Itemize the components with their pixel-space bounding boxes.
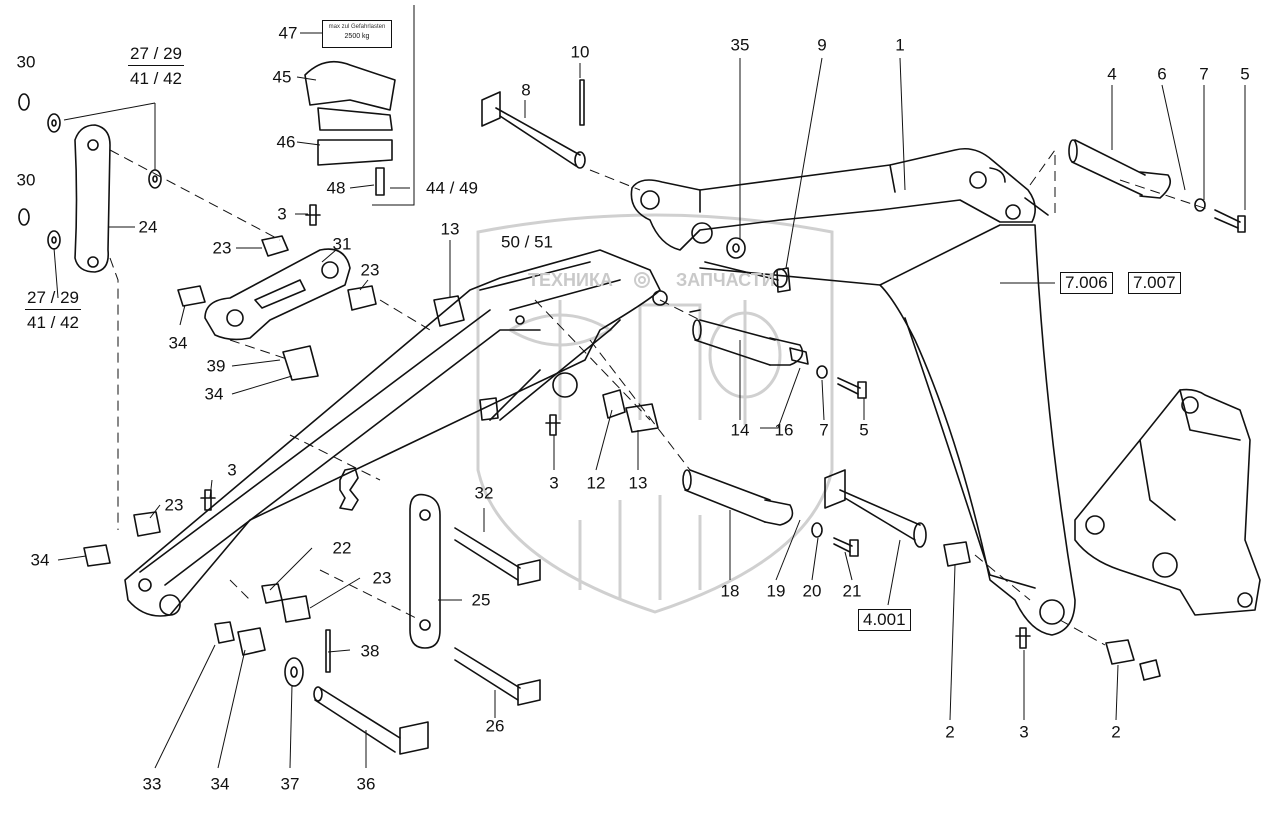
link-24 <box>74 124 111 273</box>
callout-19: 19 <box>766 581 786 601</box>
callout-23-d: 23 <box>372 568 392 588</box>
load-plate-line2: 2500 kg <box>344 33 370 40</box>
pin-14 <box>692 319 804 366</box>
pin-18 <box>682 469 794 526</box>
callout-9: 9 <box>817 35 827 55</box>
callout-2-b: 2 <box>1111 722 1121 742</box>
callout-4: 4 <box>1107 64 1117 84</box>
watermark-text-right: ЗАПЧАСТИ <box>676 270 775 290</box>
callout-23-a: 23 <box>212 238 232 258</box>
callout-6: 6 <box>1157 64 1167 84</box>
callout-34-a: 34 <box>168 333 188 353</box>
grease-nipples <box>200 204 1031 649</box>
callout-23-b: 23 <box>360 260 380 280</box>
callout-36: 36 <box>356 774 376 794</box>
callout-24: 24 <box>138 217 158 237</box>
leader-lines <box>53 5 1246 769</box>
callout-46: 46 <box>276 132 296 152</box>
callout-45: 45 <box>272 67 292 87</box>
callout-38: 38 <box>360 641 380 661</box>
load-plate-line1: max zul Gefahrlasten <box>328 24 386 30</box>
callout-7-a: 7 <box>1199 64 1209 84</box>
ref-7006[interactable]: 7.006 <box>1060 272 1113 294</box>
callout-10: 10 <box>570 42 590 62</box>
callout-44-49: 44 / 49 <box>426 178 478 198</box>
callout-37: 37 <box>280 774 300 794</box>
lifting-eye <box>304 60 396 196</box>
rocker-31 <box>204 248 351 341</box>
callout-8: 8 <box>521 80 531 100</box>
callout-48: 48 <box>326 178 346 198</box>
callout-7-b: 7 <box>819 420 829 440</box>
callout-34-d: 34 <box>210 774 230 794</box>
bolts <box>325 79 1246 681</box>
fraction-top: 27 / 29 <box>128 45 184 66</box>
fraction-top: 27 / 29 <box>25 289 81 310</box>
callout-20: 20 <box>802 581 822 601</box>
pin-32 <box>454 527 541 586</box>
callout-30-top: 30 <box>16 52 36 72</box>
callout-21: 21 <box>842 581 862 601</box>
callout-16: 16 <box>774 420 794 440</box>
dipper-arm <box>124 249 668 617</box>
pin-4001 <box>824 469 927 548</box>
bushings <box>83 235 1135 665</box>
watermark-gear-icon <box>634 272 650 288</box>
small-block-12 <box>479 267 809 421</box>
callout-27-29-41-42-bottom: 27 / 29 41 / 42 <box>25 289 81 331</box>
callout-22: 22 <box>332 538 352 558</box>
callout-18: 18 <box>720 581 740 601</box>
callout-34-b: 34 <box>204 384 224 404</box>
pin-8 <box>481 91 586 169</box>
callout-47: 47 <box>278 23 298 43</box>
ref-7007[interactable]: 7.007 <box>1128 272 1181 294</box>
pin-26 <box>454 647 541 706</box>
callout-3-a: 3 <box>277 204 287 224</box>
callout-32: 32 <box>474 483 494 503</box>
main-boom <box>630 147 1076 636</box>
callout-26: 26 <box>485 716 505 736</box>
fraction-bottom: 41 / 42 <box>27 313 79 332</box>
callout-31: 31 <box>332 234 352 254</box>
callout-30-bottom: 30 <box>16 170 36 190</box>
quick-coupler <box>1074 388 1261 616</box>
callout-33: 33 <box>142 774 162 794</box>
callout-12: 12 <box>586 473 606 493</box>
fraction-bottom: 41 / 42 <box>130 69 182 88</box>
ref-4001[interactable]: 4.001 <box>858 609 911 631</box>
watermark-text-left: ТЕХНИКА <box>528 270 613 290</box>
callout-27-29-41-42-top: 27 / 29 41 / 42 <box>128 45 184 87</box>
callout-5-a: 5 <box>1240 64 1250 84</box>
callout-35: 35 <box>730 35 750 55</box>
callout-1: 1 <box>895 35 905 55</box>
callout-13-b: 13 <box>628 473 648 493</box>
callout-34-c: 34 <box>30 550 50 570</box>
callout-39: 39 <box>206 356 226 376</box>
link-25 <box>409 493 441 649</box>
callout-23-c: 23 <box>164 495 184 515</box>
callout-25: 25 <box>471 590 491 610</box>
callout-2-a: 2 <box>945 722 955 742</box>
callout-3-d: 3 <box>1019 722 1029 742</box>
callout-3-b: 3 <box>549 473 559 493</box>
pin-36 <box>313 686 429 755</box>
callout-13-a: 13 <box>440 219 460 239</box>
callout-5-b: 5 <box>859 420 869 440</box>
load-plate: max zul Gefahrlasten 2500 kg <box>322 20 392 48</box>
callout-3-c: 3 <box>227 460 237 480</box>
callout-14: 14 <box>730 420 750 440</box>
pin-4 <box>1068 139 1171 199</box>
assembly-lines <box>109 148 1211 646</box>
callout-50-51: 50 / 51 <box>501 232 553 252</box>
